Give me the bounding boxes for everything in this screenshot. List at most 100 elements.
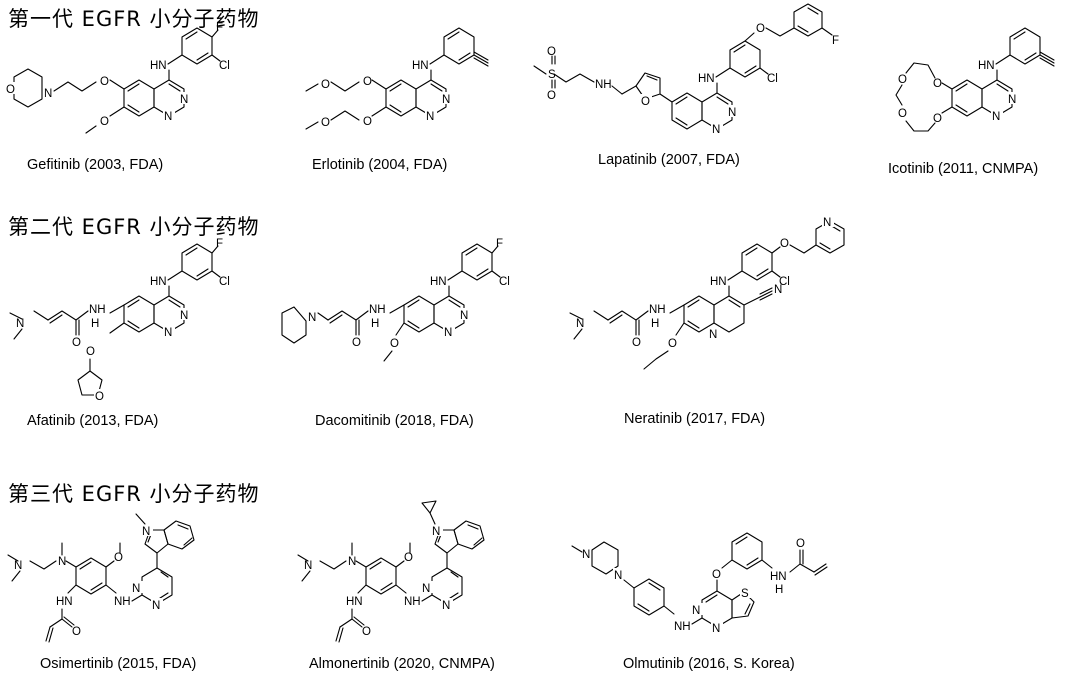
atom-hn: HN [430, 276, 447, 288]
atom-n: N [16, 318, 24, 330]
atom-cl: Cl [499, 276, 510, 288]
caption-almonertinib: Almonertinib (2020, CNMPA) [309, 656, 495, 672]
atom-nh: NH [404, 596, 421, 608]
atom-n: N [712, 124, 720, 136]
atom-n: N [709, 329, 717, 341]
atom-o: O [632, 337, 641, 349]
atom-h: H [371, 318, 379, 330]
atom-o: O [898, 108, 907, 120]
atom-h: H [91, 318, 99, 330]
atom-nh: NH [649, 304, 666, 316]
atom-n: N [712, 623, 720, 635]
atom-n: N [442, 600, 450, 612]
atom-o: O [712, 569, 721, 581]
atom-o: O [796, 538, 805, 550]
section-title-gen2: 第二代 EGFR 小分子药物 [8, 215, 260, 239]
atom-nh: NH [595, 79, 612, 91]
atom-n: N [152, 600, 160, 612]
caption-afatinib: Afatinib (2013, FDA) [27, 413, 159, 429]
structure-gefitinib: N N HN F Cl O O N O [5, 22, 230, 134]
atom-n: N [14, 560, 22, 572]
atom-o: O [321, 79, 330, 91]
caption-neratinib: Neratinib (2017, FDA) [624, 411, 766, 427]
structure-afatinib: N N HN F Cl NH H O N O O [9, 238, 230, 403]
atom-hn: HN [710, 276, 727, 288]
caption-osimertinib: Osimertinib (2015, FDA) [40, 656, 197, 672]
atom-n: N [444, 327, 452, 339]
atom-n: N [460, 310, 468, 322]
atom-n: N [164, 111, 172, 123]
atom-n: N [304, 560, 312, 572]
atom-o: O [404, 552, 413, 564]
atom-o: O [363, 76, 372, 88]
atom-n: N [614, 570, 622, 582]
atom-o: O [756, 23, 765, 35]
atom-n: N [1008, 94, 1016, 106]
section-title-gen1: 第一代 EGFR 小分子药物 [8, 7, 260, 31]
atom-o: O [390, 338, 399, 350]
atom-n: N [992, 111, 1000, 123]
atom-nh: NH [114, 596, 131, 608]
atom-cl: Cl [219, 276, 230, 288]
atom-o: O [933, 113, 942, 125]
atom-nh: HN [346, 596, 363, 608]
atom-n: N [142, 526, 150, 538]
atom-nh: HN [56, 596, 73, 608]
atom-o: O [100, 76, 109, 88]
caption-lapatinib: Lapatinib (2007, FDA) [598, 152, 740, 168]
atom-f: F [216, 22, 223, 34]
caption-dacomitinib: Dacomitinib (2018, FDA) [315, 413, 474, 429]
atom-nh: NH [674, 621, 691, 633]
atom-o: O [362, 626, 371, 638]
atom-o: O [321, 117, 330, 129]
atom-n: N [823, 217, 831, 229]
atom-s: S [741, 588, 749, 600]
atom-n: N [180, 310, 188, 322]
atom-n: N [132, 583, 140, 595]
atom-o: O [668, 338, 677, 350]
atom-o: O [72, 626, 81, 638]
atom-nh: NH [89, 304, 106, 316]
atom-f: F [216, 238, 223, 250]
atom-n: N [442, 94, 450, 106]
atom-n: N [576, 318, 584, 330]
atom-h: H [775, 584, 783, 596]
atom-o: O [72, 337, 81, 349]
structure-lapatinib: N N HN Cl O F O NH S O O [533, 3, 839, 136]
atom-n: N [308, 312, 316, 324]
atom-hn: HN [978, 60, 995, 72]
atom-n: N [348, 556, 356, 568]
atom-o: O [547, 90, 556, 102]
structure-almonertinib: N N O HN O NH N N N [297, 500, 485, 643]
atom-hn: HN [698, 73, 715, 85]
structure-dacomitinib: N N HN F Cl NH H O N O [281, 238, 510, 362]
atom-n: N [582, 549, 590, 561]
atom-n: N [164, 327, 172, 339]
structure-osimertinib: N N O HN O NH N N N [7, 513, 195, 643]
atom-o: O [95, 391, 104, 403]
atom-o: O [86, 346, 95, 358]
atom-o: O [352, 337, 361, 349]
caption-icotinib: Icotinib (2011, CNMPA) [888, 161, 1039, 177]
atom-cl: Cl [767, 73, 778, 85]
atom-f: F [496, 238, 503, 250]
atom-n: N [432, 526, 440, 538]
structure-olmutinib: N N NH N N S O HN H O [571, 532, 828, 635]
atom-n: N [692, 605, 700, 617]
atom-f: F [832, 35, 839, 47]
structure-erlotinib: N N HN O O O O [305, 27, 489, 130]
atom-nh: NH [369, 304, 386, 316]
atom-n: N [58, 556, 66, 568]
atom-o: O [6, 84, 15, 96]
atom-cl: Cl [219, 60, 230, 72]
atom-o: O [114, 552, 123, 564]
atom-cn: N [774, 284, 782, 296]
atom-s: S [548, 69, 556, 81]
atom-hn: HN [412, 60, 429, 72]
caption-olmutinib: Olmutinib (2016, S. Korea) [623, 656, 795, 672]
atom-o: O [898, 74, 907, 86]
section-title-gen3: 第三代 EGFR 小分子药物 [8, 482, 260, 506]
atom-o: O [100, 116, 109, 128]
atom-h: H [651, 318, 659, 330]
atom-o: O [363, 116, 372, 128]
